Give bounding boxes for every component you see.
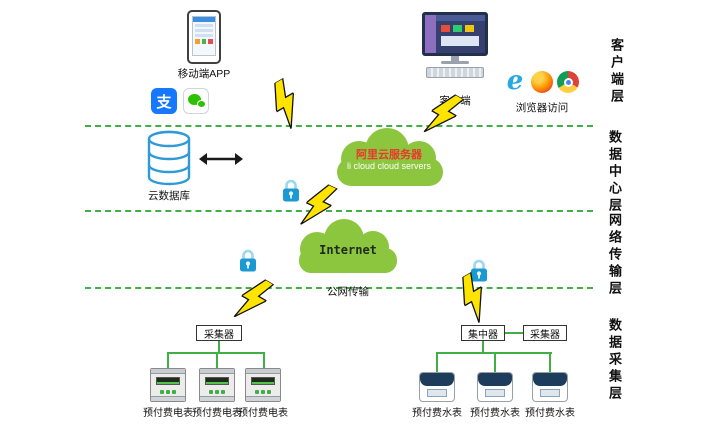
cloud-database-label: 云数据库 [148,190,190,202]
monitor-screen [422,12,488,56]
internet-label: Internet [319,243,377,257]
connector-line [218,341,220,353]
desktop-computer-icon [422,12,488,78]
browser-access-label: 浏览器访问 [515,102,569,114]
mobile-phone-icon [187,10,221,64]
water-meter-2 [477,372,513,402]
water-meter-label-2: 预付费水表 [470,408,520,419]
electric-meter-1 [150,368,186,402]
electric-meter-label-1: 预付费电表 [143,408,193,419]
collector-right-box: 采集器 [523,325,567,341]
layer-label-network: 网络传输层 [607,213,622,298]
security-lock-icon-left [240,249,256,272]
keyboard-icon [426,67,484,78]
cloud-shape [299,219,397,273]
electric-meter-label-3: 预付费电表 [238,408,288,419]
layer-divider-3 [85,287,593,289]
lightning-bolt-phone-cloud [274,77,295,130]
concentrator-box: 集中器 [461,325,505,341]
wechat-icon [183,88,209,114]
lightning-bolt-cloud-internet [300,183,339,225]
ie-browser-icon: e [506,66,524,96]
connector-line [505,332,523,334]
ali-cloud-subtitle: li cloud cloud servers [346,161,432,171]
firefox-browser-icon [531,71,553,93]
cloud-database-icon [147,130,191,186]
connector-line [216,352,218,369]
cloud-shape [337,128,443,186]
connector-line [494,352,496,373]
connector-line [436,352,438,373]
connector-line [549,352,551,373]
layer-label-acquisition: 数据采集层 [607,318,622,403]
alipay-glyph: 支 [156,93,172,111]
monitor-base [441,61,469,64]
connector-line [263,352,265,369]
mobile-app-label: 移动端APP [177,68,231,80]
water-meter-label-3: 预付费水表 [525,408,575,419]
public-transmission-label: 公网传输 [327,286,369,298]
double-arrow-icon [199,153,243,165]
connector-line [482,341,484,352]
water-meter-1 [419,372,455,402]
lightning-bolt-internet-collector [233,278,275,318]
security-lock-icon-right [471,259,487,282]
electric-meter-3 [245,368,281,402]
phone-app-header [193,17,215,22]
wechat-bubble-small [197,100,206,108]
connector-line [167,352,169,369]
ali-cloud-server: 阿里云服务器 li cloud cloud servers [323,126,455,190]
collector-left-box: 采集器 [196,325,242,341]
phone-screen [192,16,216,56]
wechat-bubble-large [188,94,201,105]
lightning-bolt-internet-concentrator [462,271,483,324]
security-lock-icon-datacenter [283,179,299,202]
monitor-stand [451,56,459,61]
water-meter-label-1: 预付费水表 [412,408,462,419]
layer-label-data-center: 数据中心层 [607,130,622,215]
layer-label-client: 客户端层 [609,38,624,106]
water-meter-3 [532,372,568,402]
ali-cloud-title: 阿里云服务器 [356,149,422,161]
chrome-browser-icon [557,71,579,93]
layer-divider-2 [85,210,593,212]
electric-meter-label-2: 预付费电表 [192,408,242,419]
layer-divider-1 [85,125,593,127]
lightning-bolt-desktop-cloud [423,93,465,133]
electric-meter-2 [199,368,235,402]
internet-cloud: Internet [287,217,409,279]
alipay-icon: 支 [151,88,177,114]
